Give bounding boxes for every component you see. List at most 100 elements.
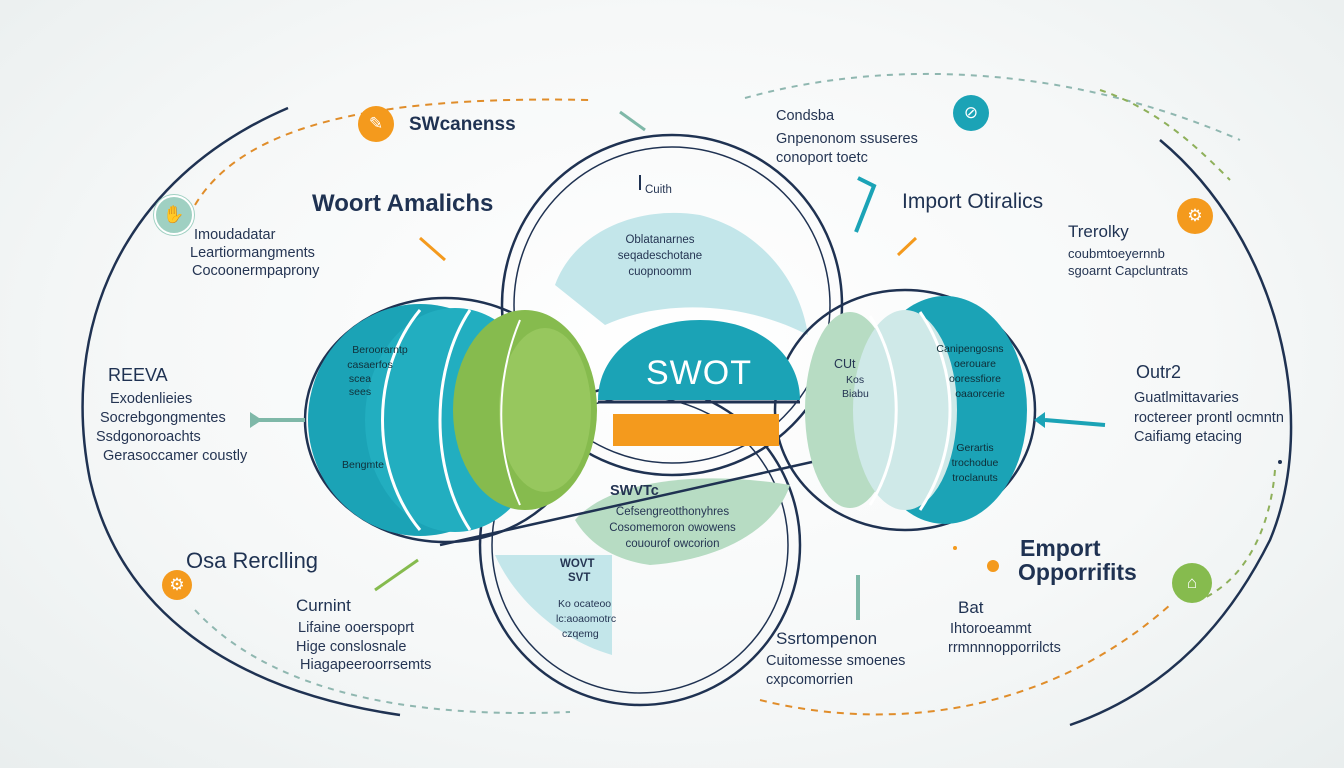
bottom-right-title-2: Opporrifits — [1018, 559, 1137, 585]
dashed-arc-bottom-right — [759, 604, 1171, 716]
accent-dot-2 — [953, 546, 957, 550]
top-right-title: Import Otiralics — [902, 190, 1044, 213]
left-lens-line-1: Beroorarntp — [352, 344, 408, 356]
top-right-sub-title: Trerolky — [1068, 222, 1129, 241]
bottom-center-right-line-2: cxpcomorrien — [766, 672, 854, 688]
bottom-center-line-2: Cosomemoron owowens — [609, 522, 736, 534]
bottom-left-line-2: Hige conslosnale — [296, 639, 407, 655]
accent-dot-1 — [987, 560, 999, 572]
top-right-intro-title: Condsba — [776, 108, 835, 124]
accent-teal-3 — [619, 110, 646, 132]
accent-orange-1 — [419, 236, 446, 262]
accent-dot-3 — [1278, 460, 1282, 464]
right-lens-tag-1: CUt — [834, 357, 856, 371]
left-lens-white-arc-2 — [438, 309, 472, 531]
top-wedge — [555, 212, 808, 335]
bottom-right-sub-title: Bat — [958, 598, 984, 617]
top-left-title: Woort Amalichs — [312, 190, 494, 217]
right-lens-tag-2: Kos — [846, 374, 865, 386]
bottom-center-right-line-1: Cuitomesse smoenes — [766, 653, 906, 669]
bottom-small-line-1: Ko ocateoo — [558, 598, 612, 610]
bottom-small-tag-2: SVT — [568, 572, 591, 584]
left-lens-footer: Bengmte — [342, 459, 385, 471]
cog-icon: ⚙ — [162, 570, 192, 600]
top-left-line-2: Leartiormangments — [190, 245, 315, 261]
bottom-right-title-1: Emport — [1020, 535, 1101, 561]
dashed-arc-top-left — [194, 98, 591, 206]
left-lens-line-3: scea — [348, 373, 372, 385]
top-center-tag: Cuith — [645, 184, 672, 196]
left-lens-white-arc-1 — [381, 309, 422, 531]
right-middle-line-1: Guatlmittavaries — [1134, 390, 1239, 406]
right-lens-white-arc-2 — [868, 315, 898, 506]
right-middle-line-3: Caifiamg etacing — [1134, 429, 1242, 445]
right-lens-white-arc-1 — [918, 311, 952, 511]
bottom-small-line-3: czqemg — [562, 628, 599, 640]
left-middle-line-1: Exodenlieies — [110, 391, 193, 407]
left-middle-line-4: Gerasoccamer coustly — [103, 448, 248, 464]
right-lens-bottom-2: trochodue — [951, 457, 999, 469]
right-lens-outline — [773, 288, 1037, 532]
bottom-small-line-2: lc:aoaomotrc — [556, 613, 617, 625]
right-arrow-head — [1034, 412, 1045, 428]
swot-base-line — [439, 460, 813, 547]
right-lens-top-3: ooressfiore — [949, 373, 1001, 385]
top-left-line-1: Imoudadatar — [194, 227, 276, 243]
right-arrow — [1044, 418, 1106, 427]
outer-arc-right — [1069, 139, 1293, 727]
bottom-center-line-1: Cefsengreotthonyhres — [615, 506, 730, 518]
left-lens-white-arc-3 — [500, 319, 521, 506]
bottom-left-sub-title: Curnint — [296, 596, 351, 615]
swot-orange-bar — [613, 414, 779, 446]
right-lens-tag-3: Biabu — [842, 388, 869, 400]
right-lens-top-2: oerouare — [953, 358, 997, 370]
left-middle-title: REEVA — [108, 365, 168, 385]
bottom-right-line-2: rrmnnnopporrilcts — [948, 640, 1061, 656]
handshake-icon: ✋ — [154, 195, 194, 235]
top-center-line-1: Oblatanarnes — [625, 234, 695, 246]
left-arrow-head — [250, 412, 262, 428]
bottom-left-line-3: Hiagapeeroorrsemts — [300, 657, 432, 673]
lightbulb-icon: ✎ — [358, 106, 394, 142]
bottom-center-line-3: couourof owcorion — [625, 538, 720, 550]
top-right-intro-line-2: conoport toetc — [776, 150, 868, 166]
left-middle-line-3: Ssdgonoroachts — [96, 429, 201, 445]
swot-pill — [598, 320, 800, 400]
bottom-center-right-title: Ssrtompenon — [776, 629, 878, 648]
right-lens-top-4: oaaorcerie — [955, 388, 1005, 400]
bottom-wedge — [575, 478, 790, 565]
right-lens-bottom-1: Gerartis — [956, 442, 994, 454]
dashed-arc-right — [1099, 89, 1231, 181]
dashed-arc-top-right — [744, 72, 1241, 141]
left-middle-line-2: Socrebgongmentes — [100, 410, 226, 426]
left-lens-green-inner — [499, 328, 591, 492]
accent-orange-2 — [896, 236, 918, 257]
target-icon: ⊘ — [953, 95, 989, 131]
top-left-badge-title: SWcanenss — [409, 114, 516, 135]
right-lens-top-1: Canipengosns — [936, 343, 1004, 355]
top-left-line-3: Cocoonermpaprony — [192, 263, 320, 279]
small-bottom-wedge — [495, 555, 612, 655]
leaf-icon: ⌂ — [1172, 563, 1212, 603]
ring-top-inner — [513, 146, 831, 464]
bottom-center-tag: SWVTc — [610, 483, 659, 499]
outer-arc-left — [81, 106, 401, 717]
top-right-intro-line-1: Gnpenonom ssuseres — [776, 131, 918, 147]
top-right-line-2: sgoarnt Capcluntrats — [1068, 263, 1188, 278]
right-lens-light — [853, 310, 957, 510]
right-middle-title: Outr2 — [1136, 362, 1182, 382]
accent-green-1 — [374, 558, 419, 592]
right-lens-bottom-3: troclanuts — [952, 472, 998, 484]
gear-icon: ⚙ — [1177, 198, 1213, 234]
dashed-arc-bottom-left — [194, 609, 571, 714]
swot-center-label: SWOT — [646, 354, 752, 392]
bottom-small-tag-1: WOVT — [560, 558, 595, 570]
top-center-line-3: cuopnoomm — [628, 266, 692, 278]
accent-teal-1 — [854, 176, 877, 233]
bottom-left-line-1: Lifaine ooerspoprt — [298, 620, 415, 636]
right-middle-line-2: roctereer prontl ocmntn — [1134, 410, 1284, 426]
left-lens-line-2: casaerfos — [347, 359, 393, 371]
left-lens-line-4: sees — [348, 386, 372, 398]
top-center-line-2: seqadeschotane — [617, 250, 703, 262]
bottom-left-title: Osa Rerclling — [186, 548, 319, 573]
